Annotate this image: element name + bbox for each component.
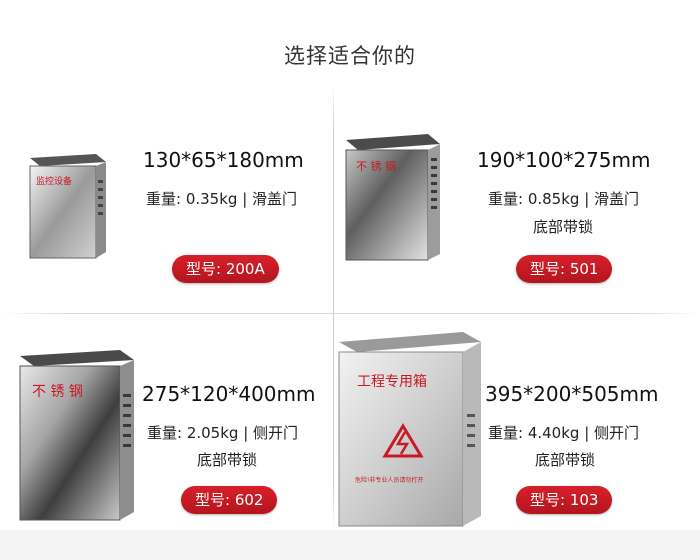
product-image-medium-box: 不 锈 钢 <box>345 134 440 261</box>
box-label: 不 锈 钢 <box>32 384 83 400</box>
box-label: 不 锈 钢 <box>356 160 396 173</box>
model-badge[interactable]: 型号: 200A <box>172 255 279 283</box>
product-spec: 重量: 0.35kg | 滑盖门 <box>146 190 298 208</box>
model-badge[interactable]: 型号: 103 <box>516 486 613 514</box>
grid-divider-vertical <box>333 85 334 530</box>
bottom-strip <box>0 530 700 560</box>
lightning-icon <box>395 431 410 455</box>
box-label: 工程专用箱 <box>357 374 427 390</box>
product-image-xl-box: 工程专用箱 危险!非专业人员请勿打开 <box>338 332 481 527</box>
product-dimensions: 190*100*275mm <box>477 148 651 172</box>
product-image-large-box: 不 锈 钢 <box>19 350 134 521</box>
box-warning-text: 危险!非专业人员请勿打开 <box>355 476 423 484</box>
product-card-103[interactable]: 工程专用箱 危险!非专业人员请勿打开 395*200*505mm 重量: 4.4… <box>335 320 668 545</box>
product-spec: 重量: 2.05kg | 侧开门 <box>147 424 299 442</box>
product-card-200a[interactable]: 监控设备 130*65*180mm 重量: 0.35kg | 滑盖门 型号: 2… <box>0 88 333 313</box>
product-spec-lock: 底部带锁 <box>197 451 258 469</box>
product-spec: 重量: 4.40kg | 侧开门 <box>488 424 640 442</box>
product-spec-lock: 底部带锁 <box>535 451 596 469</box>
product-card-501[interactable]: 不 锈 钢 190*100*275mm 重量: 0.85kg | 滑盖门 底部带… <box>335 88 668 313</box>
page-title: 选择适合你的 <box>284 44 416 68</box>
product-image-small-box: 监控设备 <box>29 154 106 259</box>
product-dimensions: 395*200*505mm <box>485 382 659 406</box>
product-dimensions: 130*65*180mm <box>143 148 304 172</box>
model-badge[interactable]: 型号: 602 <box>181 486 278 514</box>
product-spec-lock: 底部带锁 <box>533 218 594 236</box>
product-card-602[interactable]: 不 锈 钢 275*120*400mm 重量: 2.05kg | 侧开门 底部带… <box>0 320 333 545</box>
warning-triangle-icon <box>382 423 424 458</box>
grid-divider-horizontal <box>0 313 700 314</box>
product-dimensions: 275*120*400mm <box>142 382 316 406</box>
box-label: 监控设备 <box>36 175 72 187</box>
model-badge[interactable]: 型号: 501 <box>516 255 613 283</box>
product-spec: 重量: 0.85kg | 滑盖门 <box>488 190 640 208</box>
